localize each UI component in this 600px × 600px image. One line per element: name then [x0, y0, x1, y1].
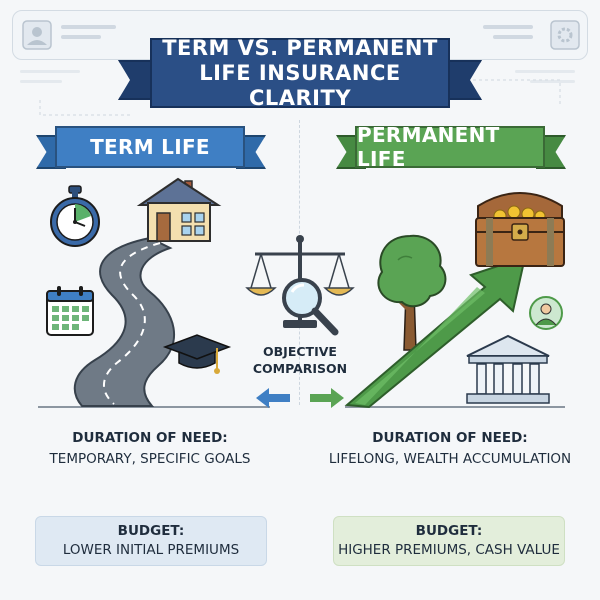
growth-arrow-icon: [344, 255, 527, 409]
perm-budget-card: BUDGET: HIGHER PREMIUMS, CASH VALUE: [333, 516, 565, 566]
house-icon: [136, 177, 222, 242]
stopwatch-icon: [50, 185, 100, 247]
page-title: TERM VS. PERMANENT LIFE INSURANCE CLARIT…: [150, 35, 450, 110]
treasure-chest-icon: [475, 192, 565, 267]
arrow-right-icon: [310, 388, 344, 408]
title-line-1: TERM VS. PERMANENT: [162, 35, 438, 60]
term-budget-value: LOWER INITIAL PREMIUMS: [62, 542, 240, 558]
term-duration-label: DURATION OF NEED:: [72, 430, 228, 446]
center-label-line-1: OBJECTIVE: [263, 344, 337, 359]
perm-duration-label: DURATION OF NEED:: [372, 430, 528, 446]
perm-duration: DURATION OF NEED: LIFELONG, WEALTH ACCUM…: [300, 428, 600, 470]
center-label-line-2: COMPARISON: [252, 361, 348, 376]
perm-duration-value: LIFELONG, WEALTH ACCUMULATION: [328, 451, 572, 467]
road-icon: [73, 236, 175, 407]
perm-budget-label: BUDGET:: [415, 523, 483, 539]
advisor-icon: [529, 296, 563, 330]
term-duration-value: TEMPORARY, SPECIFIC GOALS: [49, 451, 251, 467]
tree-icon: [377, 234, 447, 351]
frame-decoration: [22, 20, 580, 50]
bank-icon: [466, 334, 550, 404]
graduation-cap-icon: [162, 334, 232, 374]
permanent-life-heading: PERMANENT LIFE: [355, 123, 545, 171]
arrow-left-icon: [256, 388, 290, 408]
objective-comparison-label: OBJECTIVE COMPARISON: [245, 343, 355, 377]
title-line-2: LIFE INSURANCE CLARITY: [199, 60, 401, 110]
perm-ground-line: [345, 406, 565, 408]
calendar-icon: [46, 286, 94, 336]
term-duration: DURATION OF NEED: TEMPORARY, SPECIFIC GO…: [0, 428, 300, 470]
term-life-heading: TERM LIFE: [55, 126, 245, 168]
term-budget-label: BUDGET:: [117, 523, 185, 539]
perm-budget-value: HIGHER PREMIUMS, CASH VALUE: [338, 542, 560, 558]
magnifier-icon: [282, 278, 339, 336]
term-budget-card: BUDGET: LOWER INITIAL PREMIUMS: [35, 516, 267, 566]
